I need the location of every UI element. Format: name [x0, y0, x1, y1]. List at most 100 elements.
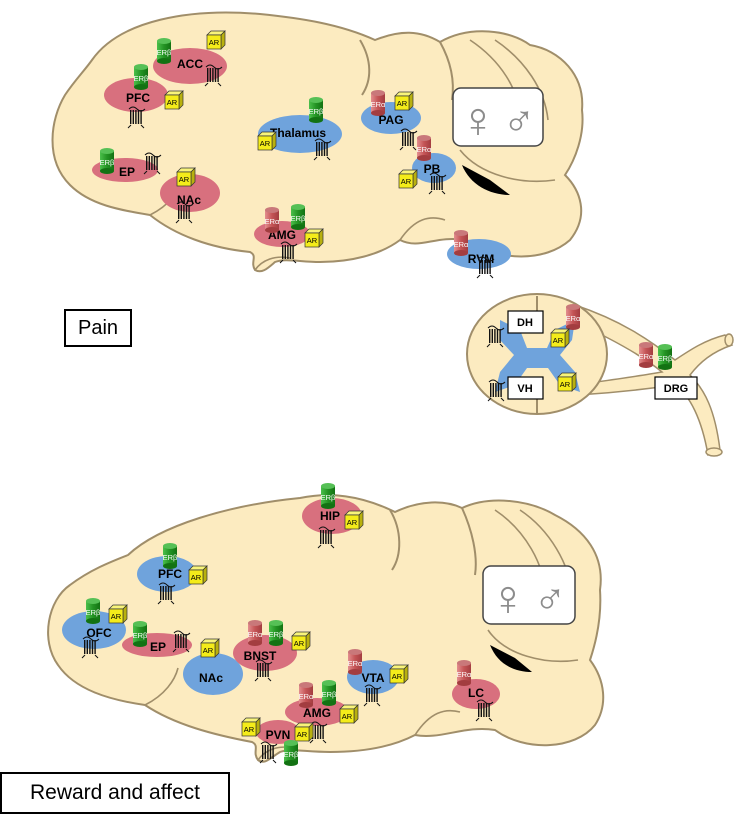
dh-label: DH	[517, 317, 533, 329]
ar-label: AR	[392, 672, 403, 681]
membrane-receptor-icon	[317, 526, 336, 549]
membrane-receptor-icon	[486, 325, 505, 348]
er-beta-label: ERβ	[269, 630, 284, 639]
er-beta-label: ERβ	[86, 608, 101, 617]
er-alpha-icon: ERα	[265, 207, 280, 233]
er-alpha-label: ERα	[371, 100, 386, 109]
er-beta-icon: ERβ	[100, 148, 115, 174]
er-beta-label: ERβ	[309, 107, 324, 116]
reward-label-ofc: OFC	[86, 626, 112, 640]
er-beta-label: ERβ	[284, 750, 299, 759]
pain-label-thalamus: Thalamus	[270, 126, 326, 140]
ar-icon: AR	[304, 228, 324, 248]
ar-label: AR	[209, 38, 220, 47]
er-alpha-label: ERα	[566, 314, 581, 323]
pain-label-ep: EP	[119, 165, 135, 179]
pain-region-acc	[153, 48, 227, 84]
membrane-receptor-icon	[204, 64, 223, 87]
reward-label-ep: EP	[150, 640, 166, 654]
ar-label: AR	[167, 98, 178, 107]
er-alpha-label: ERα	[248, 630, 263, 639]
er-alpha-icon: ERα	[454, 230, 469, 256]
membrane-receptor-icon	[428, 172, 447, 195]
ar-icon: AR	[339, 704, 359, 724]
vh-box	[507, 376, 544, 400]
membrane-receptor-icon	[363, 684, 382, 707]
ar-label: AR	[397, 99, 408, 108]
reward-label-nac: NAc	[199, 671, 223, 685]
er-alpha-icon: ERα	[348, 649, 363, 675]
er-alpha-label: ERα	[265, 217, 280, 226]
er-alpha-icon: ERα	[299, 682, 314, 708]
reward-region-pfc	[137, 556, 197, 592]
pain-title: Pain	[64, 309, 132, 347]
ar-label: AR	[294, 639, 305, 648]
reward-sex-symbol-box: ♀ ♂	[482, 565, 576, 626]
er-alpha-label: ERα	[454, 240, 469, 249]
nerve-root	[574, 303, 734, 457]
er-beta-label: ERβ	[163, 553, 178, 562]
ar-icon: AR	[398, 169, 418, 189]
pain-label-pb: PB	[424, 162, 441, 176]
dh-box	[507, 310, 544, 334]
ar-icon: AR	[176, 167, 196, 187]
male-symbol: ♂	[534, 575, 567, 624]
er-alpha-icon: ERα	[248, 620, 263, 646]
drg-label: DRG	[664, 383, 688, 395]
er-alpha-label: ERα	[457, 670, 472, 679]
er-alpha-label: ERα	[417, 145, 432, 154]
ar-label: AR	[111, 612, 122, 621]
ar-icon: AR	[164, 90, 184, 110]
er-beta-icon: ERβ	[134, 64, 149, 90]
membrane-receptor-icon	[157, 582, 176, 605]
ar-icon: AR	[344, 510, 364, 530]
er-beta-label: ERβ	[321, 493, 336, 502]
er-beta-label: ERβ	[100, 158, 115, 167]
er-beta-icon: ERβ	[322, 680, 337, 706]
reward-region-lc	[452, 679, 500, 709]
reward-title: Reward and affect	[0, 772, 230, 814]
membrane-receptor-icon	[143, 152, 162, 175]
ar-label: AR	[560, 380, 571, 389]
er-beta-icon: ERβ	[157, 38, 172, 64]
spinal-cord	[466, 293, 734, 457]
membrane-receptor-icon	[476, 256, 495, 279]
er-alpha-label: ERα	[639, 352, 654, 361]
membrane-receptor-icon	[313, 138, 332, 161]
reward-region-nac	[183, 653, 243, 695]
pain-label-pag: PAG	[378, 113, 403, 127]
ar-icon: AR	[389, 664, 409, 684]
ar-icon: AR	[188, 565, 208, 585]
reward-label-lc: LC	[468, 686, 484, 700]
membrane-receptor-icon	[475, 699, 494, 722]
er-alpha-label: ERα	[299, 692, 314, 701]
er-alpha-icon: ERα	[639, 342, 654, 368]
ar-label: AR	[342, 712, 353, 721]
er-alpha-icon: ERα	[566, 304, 581, 330]
pain-label-pfc: PFC	[126, 91, 150, 105]
er-beta-icon: ERβ	[133, 621, 148, 647]
ar-label: AR	[191, 573, 202, 582]
membrane-receptor-icon	[487, 379, 506, 402]
er-beta-label: ERβ	[291, 214, 306, 223]
ar-icon: AR	[206, 30, 226, 50]
ar-label: AR	[307, 236, 318, 245]
spinal-labels: DH VH DRG	[507, 310, 698, 400]
er-beta-label: ERβ	[157, 48, 172, 57]
pain-sex-symbol-box: ♀ ♂	[452, 87, 544, 148]
er-alpha-icon: ERα	[371, 90, 386, 116]
ar-icon: AR	[550, 328, 570, 348]
ar-label: AR	[553, 336, 564, 345]
ar-label: AR	[260, 139, 271, 148]
er-beta-icon: ERβ	[321, 483, 336, 509]
er-beta-icon: ERβ	[284, 740, 299, 766]
er-beta-icon: ERβ	[309, 97, 324, 123]
ar-label: AR	[244, 725, 255, 734]
ar-label: AR	[203, 646, 214, 655]
ar-label: AR	[179, 175, 190, 184]
er-alpha-icon: ERα	[417, 135, 432, 161]
er-beta-icon: ERβ	[291, 204, 306, 230]
membrane-receptor-icon	[279, 241, 298, 264]
drg-box	[654, 376, 698, 400]
